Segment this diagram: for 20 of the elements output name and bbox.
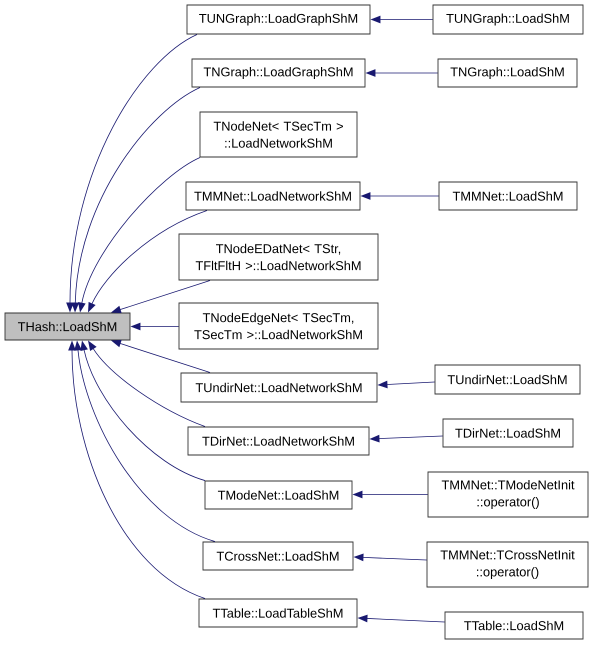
function-box: TUndirNet::LoadNetworkShM — [180, 372, 378, 402]
function-box: TUNGraph::LoadShM — [432, 4, 584, 34]
function-box: TDirNet::LoadShM — [442, 418, 574, 448]
function-box: TMMNet::LoadNetworkShM — [186, 182, 360, 210]
function-box: TNGraph::LoadShM — [438, 58, 578, 88]
function-box: TNGraph::LoadGraphShM — [192, 58, 366, 88]
function-box: TMMNet::TCrossNetInit ::operator() — [426, 542, 588, 588]
function-box: THash::LoadShM — [4, 312, 130, 340]
function-box: TUndirNet::LoadShM — [434, 364, 580, 394]
function-box: TCrossNet::LoadShM — [202, 542, 354, 570]
function-box: TMMNet::TModeNetInit ::operator() — [428, 472, 588, 518]
function-box: TDirNet::LoadNetworkShM — [188, 426, 370, 456]
function-box: TTable::LoadTableShM — [198, 598, 358, 628]
function-box: TNodeNet< TSecTm > ::LoadNetworkShM — [200, 112, 358, 158]
function-box: TUNGraph::LoadGraphShM — [186, 4, 370, 34]
function-box: TTable::LoadShM — [444, 612, 584, 640]
function-box: TNodeEDatNet< TStr, TFltFltH >::LoadNetworkShM — [178, 234, 378, 280]
function-box: TMMNet::LoadShM — [438, 182, 578, 210]
function-box: TNodeEdgeNet< TSecTm, TSecTm >::LoadNetworkShM — [178, 302, 378, 350]
function-box: TModeNet::LoadShM — [204, 480, 352, 510]
